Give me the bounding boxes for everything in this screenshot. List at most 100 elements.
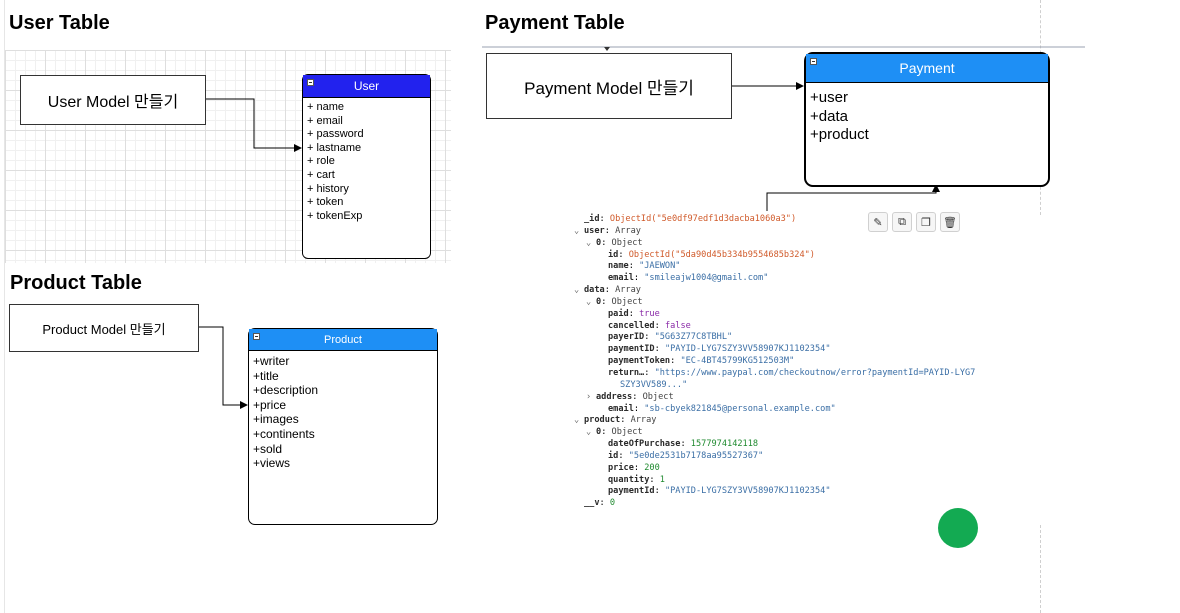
field-key: name [608,261,629,272]
product-table-title: Product Table [10,272,142,294]
document-field-row: id: "5e0de2531b7178aa95527367" [608,450,764,461]
document-field-row: paymentId: "PAYID-LYG7SZY3VV58907KJ11023… [608,486,831,497]
document-rows: _id: ObjectId("5e0df97edf1d3dacba1060a3"… [566,211,976,510]
collapse-icon[interactable] [307,79,314,86]
product-class-header: Product [249,329,437,351]
user-class-name: User [353,79,380,93]
field-key: quantity [608,474,650,485]
page-break-line-lower [1040,525,1041,613]
help-chat-button[interactable] [938,508,978,548]
class-field: +images [253,412,299,427]
field-value: "sb-cbyek821845@personal.example.com" [644,403,836,414]
user-class-header: User [303,75,430,98]
field-value: 0 [609,498,616,509]
field-key: __v [584,498,600,509]
field-value: false [664,320,691,331]
field-value: "5e0de2531b7178aa95527367" [628,450,764,461]
class-field: + password [307,128,364,141]
field-value: "https://www.paypal.com/checkoutnow/erro… [654,367,976,378]
document-field-row: payerID: "5G63Z77C8TBHL" [608,332,733,343]
field-key: cancelled [608,320,655,331]
document-to-payment-arrow [766,184,940,212]
user-field-list: + name+ email+ password+ lastname+ role +… [303,98,430,226]
field-value: SZY3VV589..." [620,379,688,390]
expand-toggle-icon[interactable]: ⌄ [586,296,592,307]
payment-model-note[interactable]: Payment Model 만들기 [486,53,732,119]
payment-class-name: Payment [899,60,955,76]
field-key: paymentId [608,486,655,497]
document-field-row[interactable]: ›address: Object [586,391,674,402]
document-field-row: paymentID: "PAYID-LYG7SZY3VV58907KJ11023… [608,344,831,355]
document-field-row: return…: "https://www.paypal.com/checkou… [608,367,976,378]
expand-toggle-icon[interactable]: ⌄ [586,427,592,438]
payment-field-list: +user+data+product [806,83,1048,148]
document-field-row: SZY3VV589..." [566,380,972,392]
document-field-row[interactable]: ⌄0: Object [586,296,643,307]
user-connector-arrow [205,98,302,152]
class-field: + name [307,101,344,113]
class-field: +views [253,456,291,471]
field-value: "JAEWON" [639,261,681,272]
document-field-row: paid: true [608,308,660,319]
document-field-row[interactable]: ⌄user: Array [574,225,641,236]
document-field-row: quantity: 1 [608,474,665,485]
class-field: + lastname [307,141,362,154]
expand-toggle-icon[interactable]: ⌄ [586,237,592,248]
copy-icon[interactable]: ⧉ [892,212,912,232]
payment-canvas-tick [604,47,610,51]
payment-class-box[interactable]: Payment +user+data+product [804,52,1050,187]
expand-toggle-icon[interactable]: ⌄ [574,285,580,296]
class-field: + email [307,114,343,127]
class-field: +continents [253,426,315,441]
product-connector-arrow [198,326,248,409]
field-key: email [608,403,634,414]
mongodb-document-view: _id: ObjectId("5e0df97edf1d3dacba1060a3"… [566,211,978,548]
expand-toggle-icon[interactable]: ⌄ [574,415,580,426]
expand-toggle-icon[interactable]: › [586,391,592,402]
user-class-box[interactable]: User + name+ email+ password+ lastname+ … [302,74,431,259]
field-type: Object [642,391,674,402]
field-value: 1 [659,474,665,485]
field-value: "PAYID-LYG7SZY3VV58907KJ1102354" [664,344,831,355]
document-field-row[interactable]: ⌄data: Array [574,285,641,296]
field-type: Object [611,296,643,307]
field-key: dateOfPurchase [608,439,681,450]
trash-icon[interactable]: 🗑 [940,212,960,232]
class-field: +price [253,397,287,412]
field-value: "EC-4BT45799KG512503M" [680,356,795,367]
field-value: true [639,308,660,319]
clone-icon[interactable]: ❐ [916,212,936,232]
field-key: data [584,285,605,296]
class-field: +sold [253,441,283,456]
product-class-name: Product [324,333,362,346]
class-field: + token [307,196,344,209]
field-value: ObjectId("5e0df97edf1d3dacba1060a3") [609,214,797,224]
field-key: email [608,273,634,284]
canvas-left-border [4,0,5,613]
document-field-row: _id: ObjectId("5e0df97edf1d3dacba1060a3"… [584,214,797,224]
document-field-row: dateOfPurchase: 1577974142118 [608,439,759,450]
pencil-icon[interactable]: ✎ [868,212,888,232]
collapse-icon[interactable] [810,58,817,65]
payment-table-title: Payment Table [485,12,625,34]
class-field: +writer [253,354,290,368]
field-key: id [608,249,619,260]
field-type: Object [611,237,643,248]
class-field: + role [307,155,335,168]
product-class-box[interactable]: Product +writer+title+description+price+… [248,328,438,525]
field-key: id [608,450,619,461]
product-field-list: +writer+title+description+price+images+c… [249,351,437,474]
user-model-note[interactable]: User Model 만들기 [20,75,206,125]
document-field-row: email: "smileajw1004@gmail.com" [608,273,769,284]
expand-toggle-icon[interactable]: ⌄ [574,225,580,236]
class-field: +data [810,107,848,125]
product-model-note[interactable]: Product Model 만들기 [9,304,199,352]
document-field-row[interactable]: ⌄0: Object [586,427,643,438]
document-field-row[interactable]: ⌄product: Array [574,415,657,426]
document-field-row[interactable]: ⌄0: Object [586,237,643,248]
class-field: + history [307,182,349,195]
field-key: 0 [596,427,602,438]
class-field: +title [253,368,279,383]
collapse-icon[interactable] [253,333,260,340]
field-value: "PAYID-LYG7SZY3VV58907KJ1102354" [664,486,831,497]
